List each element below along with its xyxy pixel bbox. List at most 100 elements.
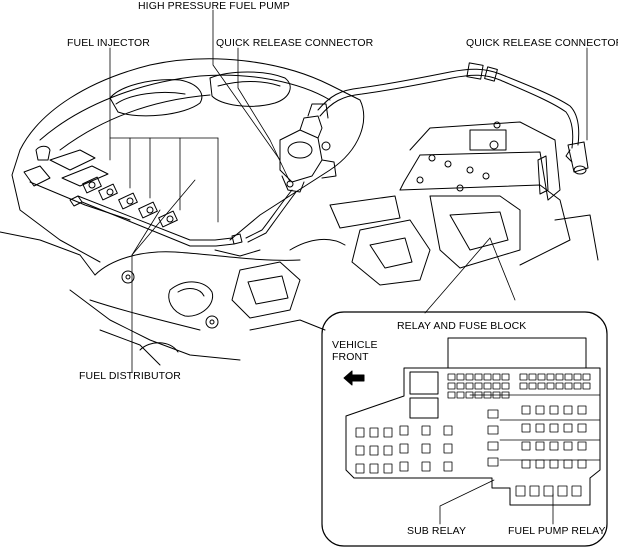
fuse	[492, 382, 501, 390]
fuse	[474, 382, 483, 390]
fuse	[564, 382, 573, 390]
relay	[369, 427, 379, 438]
fuse	[487, 441, 499, 451]
leader-lines	[109, 9, 588, 525]
fuse	[483, 373, 492, 381]
fuse	[501, 373, 510, 381]
label-quick-release-connector-right: QUICK RELEASE CONNECTOR	[466, 37, 618, 49]
fuse	[537, 373, 546, 381]
fuse	[447, 382, 456, 390]
relay	[563, 441, 573, 451]
relay	[563, 423, 573, 433]
relay	[535, 405, 545, 415]
label-front: FRONT	[332, 351, 369, 363]
relay	[535, 441, 545, 451]
label-relay-and-fuse-block: RELAY AND FUSE BLOCK	[397, 320, 527, 332]
relay	[577, 441, 587, 451]
relay	[515, 485, 526, 497]
relay	[399, 461, 409, 472]
relay	[421, 461, 431, 472]
label-fuel-distributor: FUEL DISTRIBUTOR	[79, 370, 181, 382]
relay	[443, 425, 453, 436]
fuse	[492, 373, 501, 381]
engine-body	[0, 58, 365, 276]
fuse	[546, 382, 555, 390]
relay	[521, 441, 531, 451]
fuse	[487, 409, 499, 419]
label-high-pressure-fuel-pump: HIGH PRESSURE FUEL PUMP	[138, 0, 290, 12]
fuse	[555, 373, 564, 381]
relay-fuse-block-callout	[321, 311, 608, 547]
relay	[563, 405, 573, 415]
fuse	[465, 373, 474, 381]
fuse	[555, 382, 564, 390]
relay	[529, 485, 540, 497]
relay	[571, 485, 582, 497]
fuse	[501, 382, 510, 390]
relay	[383, 427, 393, 438]
quick-release-connector-right-part	[565, 141, 589, 175]
relay	[549, 423, 559, 433]
relay	[383, 463, 393, 474]
relay	[535, 423, 545, 433]
relay	[577, 423, 587, 433]
right-side-components	[329, 121, 599, 286]
label-vehicle: VEHICLE	[332, 339, 378, 351]
relay	[557, 485, 568, 497]
relay	[369, 445, 379, 456]
lower-engine	[69, 238, 346, 366]
relay	[549, 405, 559, 415]
relay	[421, 425, 431, 436]
fuse	[582, 373, 591, 381]
fuse	[474, 373, 483, 381]
fuse	[456, 373, 465, 381]
relay	[535, 459, 545, 469]
fuse	[519, 373, 528, 381]
vehicle-front-arrow-icon	[343, 370, 365, 386]
fuse	[483, 382, 492, 390]
fuse	[519, 382, 528, 390]
relay	[521, 459, 531, 469]
fuse	[456, 391, 465, 399]
fuse	[487, 457, 499, 467]
relay	[369, 463, 379, 474]
fuse	[456, 382, 465, 390]
relay	[521, 423, 531, 433]
label-fuel-pump-relay: FUEL PUMP RELAY	[508, 525, 606, 537]
fuse	[465, 382, 474, 390]
fuse	[447, 391, 456, 399]
relay	[355, 445, 365, 456]
high-pressure-fuel-pump	[279, 103, 337, 193]
high-pressure-fuel-line	[245, 189, 293, 239]
relay	[443, 443, 453, 454]
fuel-distributor-rail	[69, 195, 243, 247]
relay	[355, 463, 365, 474]
relay	[443, 461, 453, 472]
relay	[399, 443, 409, 454]
relay	[543, 485, 554, 497]
relay	[355, 427, 365, 438]
fuse	[582, 382, 591, 390]
fuel-supply-line	[317, 62, 580, 149]
relay	[399, 425, 409, 436]
relay	[549, 441, 559, 451]
relay	[577, 459, 587, 469]
fuse	[447, 373, 456, 381]
relay	[563, 459, 573, 469]
label-quick-release-connector-left: QUICK RELEASE CONNECTOR	[216, 37, 374, 49]
fuse	[564, 373, 573, 381]
label-fuel-injector: FUEL INJECTOR	[67, 37, 150, 49]
relay	[383, 445, 393, 456]
relay	[577, 405, 587, 415]
fuse	[528, 373, 537, 381]
fuse	[546, 373, 555, 381]
label-sub-relay: SUB RELAY	[407, 525, 467, 537]
fuse	[528, 382, 537, 390]
fuse	[573, 382, 582, 390]
fuse	[487, 425, 499, 435]
relay	[549, 459, 559, 469]
fuse	[537, 382, 546, 390]
fuse	[573, 373, 582, 381]
